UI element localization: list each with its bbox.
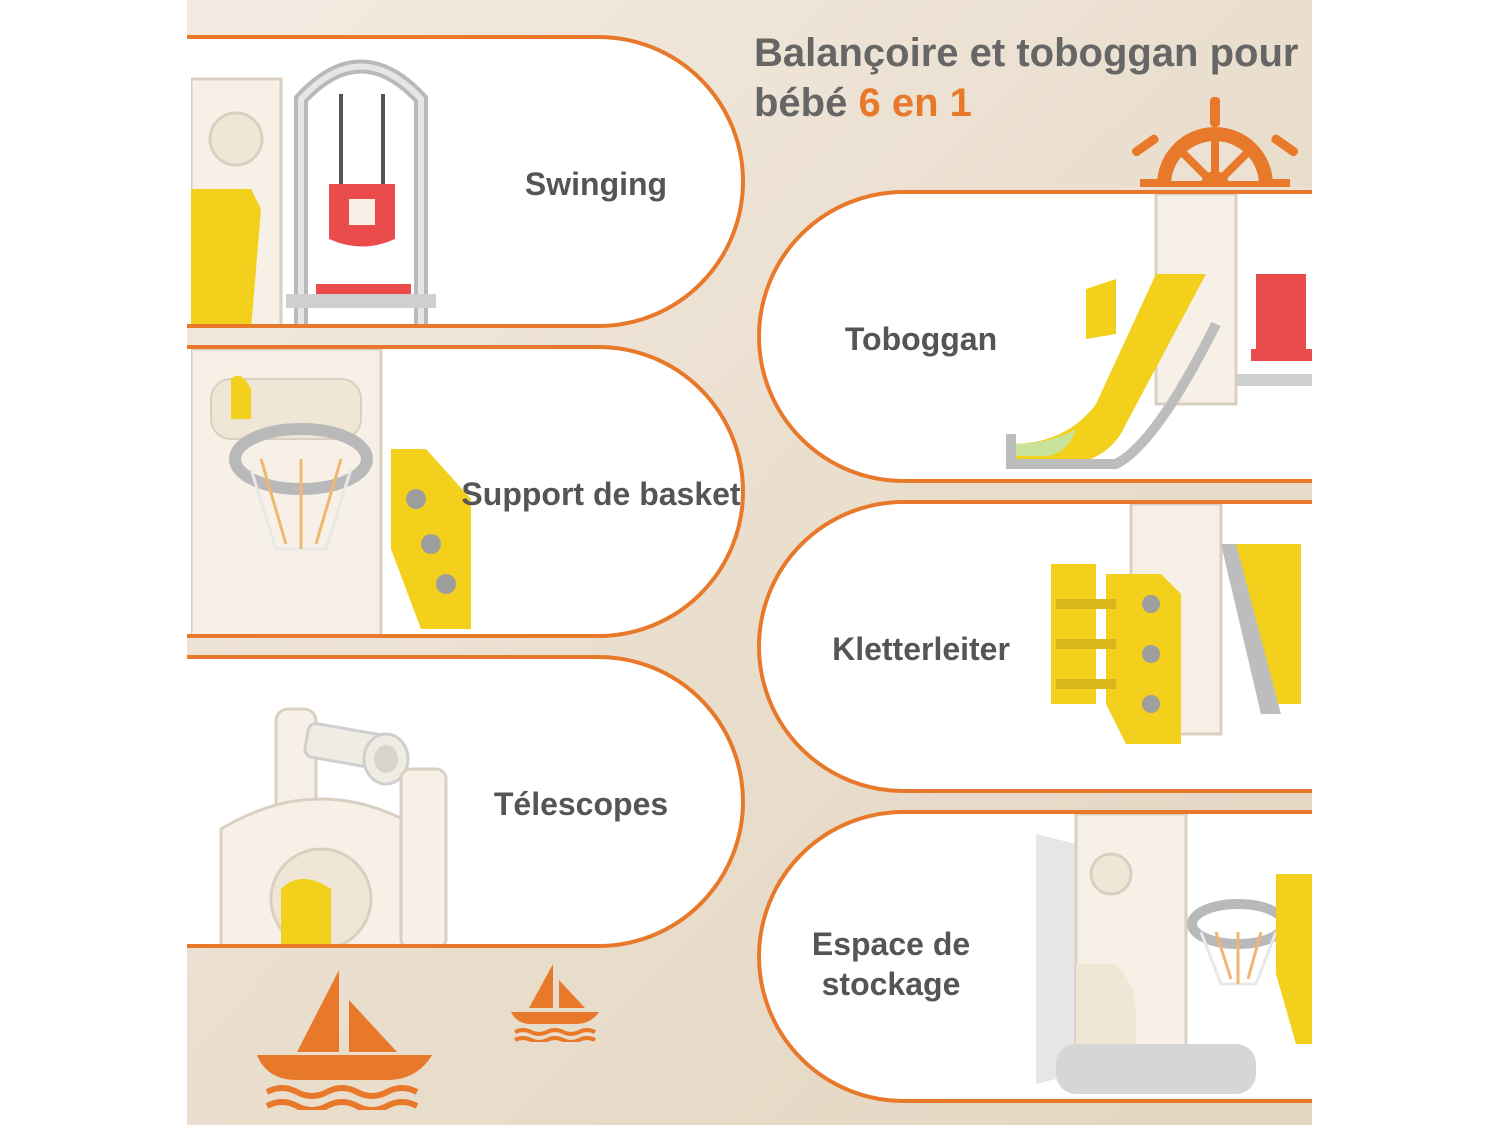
telescope-illustration <box>219 707 448 944</box>
feature-card-basket: Support de basket <box>187 345 745 638</box>
page-title: Balançoire et toboggan pour bébé 6 en 1 <box>754 28 1312 128</box>
feature-label-basket: Support de basket <box>461 476 741 512</box>
title-prefix: bébé <box>754 81 859 125</box>
swing-set-illustration <box>191 59 436 324</box>
title-line-1: Balançoire et toboggan pour <box>754 31 1299 75</box>
feature-card-swinging: Swinging <box>187 35 745 328</box>
feature-label-telescopes: Télescopes <box>493 786 669 822</box>
feature-label-kletterleiter: Kletterleiter <box>832 631 1010 667</box>
storage-tower-illustration <box>1036 814 1312 1094</box>
title-line-2: bébé 6 en 1 <box>754 78 1312 128</box>
feature-label-stockage: Espace de stockage <box>811 926 971 1002</box>
feature-card-kletterleiter: Kletterleiter <box>757 500 1312 793</box>
slide-illustration <box>1006 194 1312 469</box>
product-canvas: Balançoire et toboggan pour bébé 6 en 1 <box>187 0 1312 1125</box>
feature-card-telescopes: Télescopes <box>187 655 745 948</box>
feature-card-toboggan: Toboggan <box>757 190 1312 483</box>
climbing-ladder-illustration <box>1051 504 1301 744</box>
feature-label-toboggan: Toboggan <box>844 321 998 357</box>
title-accent: 6 en 1 <box>858 81 972 125</box>
feature-label-swinging: Swinging <box>524 166 668 202</box>
feature-card-stockage: Espace de stockage <box>757 810 1312 1103</box>
ship-wheel-icon <box>1120 97 1310 195</box>
basketball-hoop-illustration <box>191 349 471 634</box>
sailboat-icon <box>511 964 599 1042</box>
sailboat-icon <box>257 970 432 1110</box>
